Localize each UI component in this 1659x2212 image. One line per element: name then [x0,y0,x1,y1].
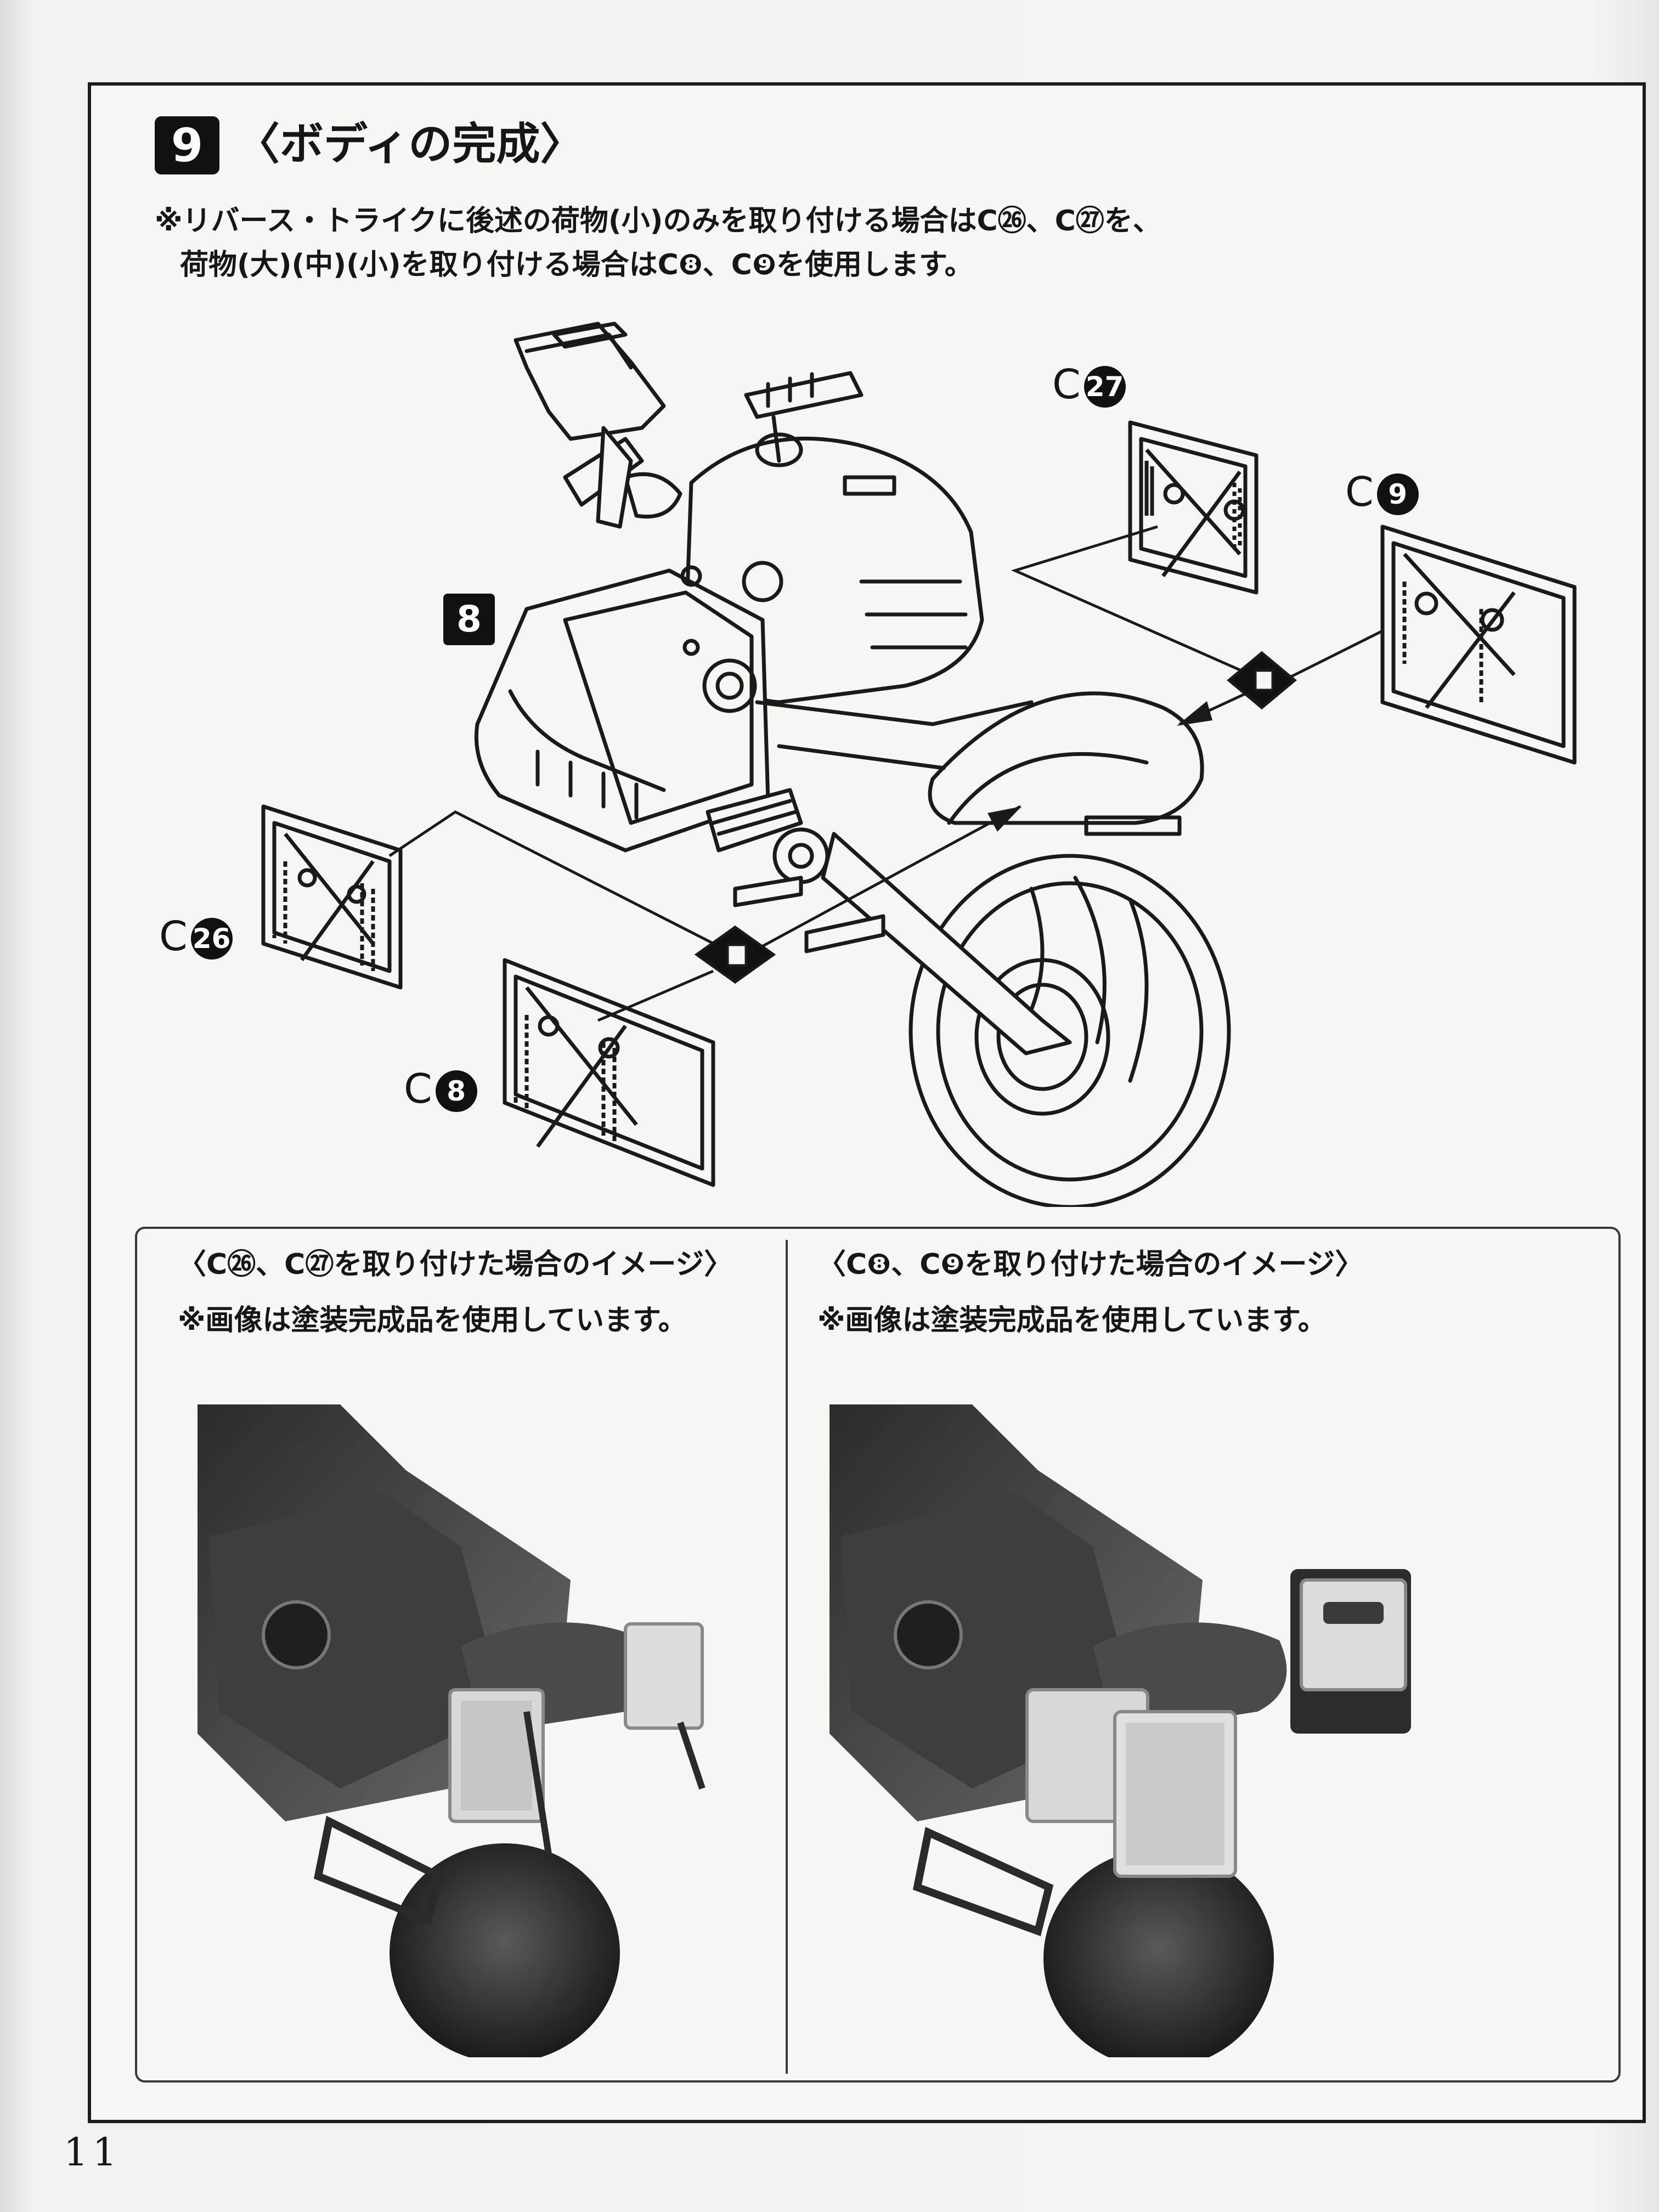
right-example-photo [819,1404,1422,2057]
example-image-box [135,1227,1621,2083]
bracket-c27-drawing [1128,420,1259,595]
bracket-c9-drawing [1380,524,1577,765]
label-c27-number: 27 [1084,366,1126,408]
label-c27-prefix: C [1052,361,1081,408]
bracket-c8-drawing [503,958,715,1187]
page-number: 11 [64,2130,122,2175]
label-c8-number: 8 [435,1070,477,1113]
label-c9-prefix: C [1345,469,1374,516]
left-panel-note: ※画像は塗装完成品を使用しています。 [178,1304,687,1337]
step-number-badge: 9 [155,116,219,174]
rear-wheel-drawing [909,854,1231,1207]
peg-marker-left [694,925,776,984]
right-panel-caption: 〈C❽、C❾を取り付けた場合のイメージ〉 [817,1248,1364,1281]
body-assembly-ref-badge: 8 [443,594,495,645]
left-panel-caption: 〈C㉖、C㉗を取り付けた場合のイメージ〉 [178,1248,733,1281]
handlebar-drawing [744,371,864,419]
note-line-2: 荷物(大)(中)(小)を取り付ける場合はC❽、C❾を使用します。 [180,249,973,281]
step-title: 〈ボディの完成〉 [236,119,584,170]
note-line-1: ※リバース・トライクに後述の荷物(小)のみを取り付ける場合はC㉖、C㉗を、 [155,205,1161,238]
label-c26-prefix: C [159,913,188,960]
label-c26-number: 26 [190,918,233,960]
arrow-to-rear-left [988,806,1022,832]
bracket-c26-drawing [261,804,403,990]
left-example-photo [176,1404,779,2057]
rear-fender-drawing [928,691,1204,825]
label-c9-number: 9 [1376,473,1419,516]
peg-marker-right [1227,651,1297,710]
arrow-to-rear-right [1177,701,1212,726]
label-c8-prefix: C [404,1065,432,1113]
assembly-diagram [261,321,1577,1207]
right-panel-note: ※画像は塗装完成品を使用しています。 [817,1304,1327,1337]
